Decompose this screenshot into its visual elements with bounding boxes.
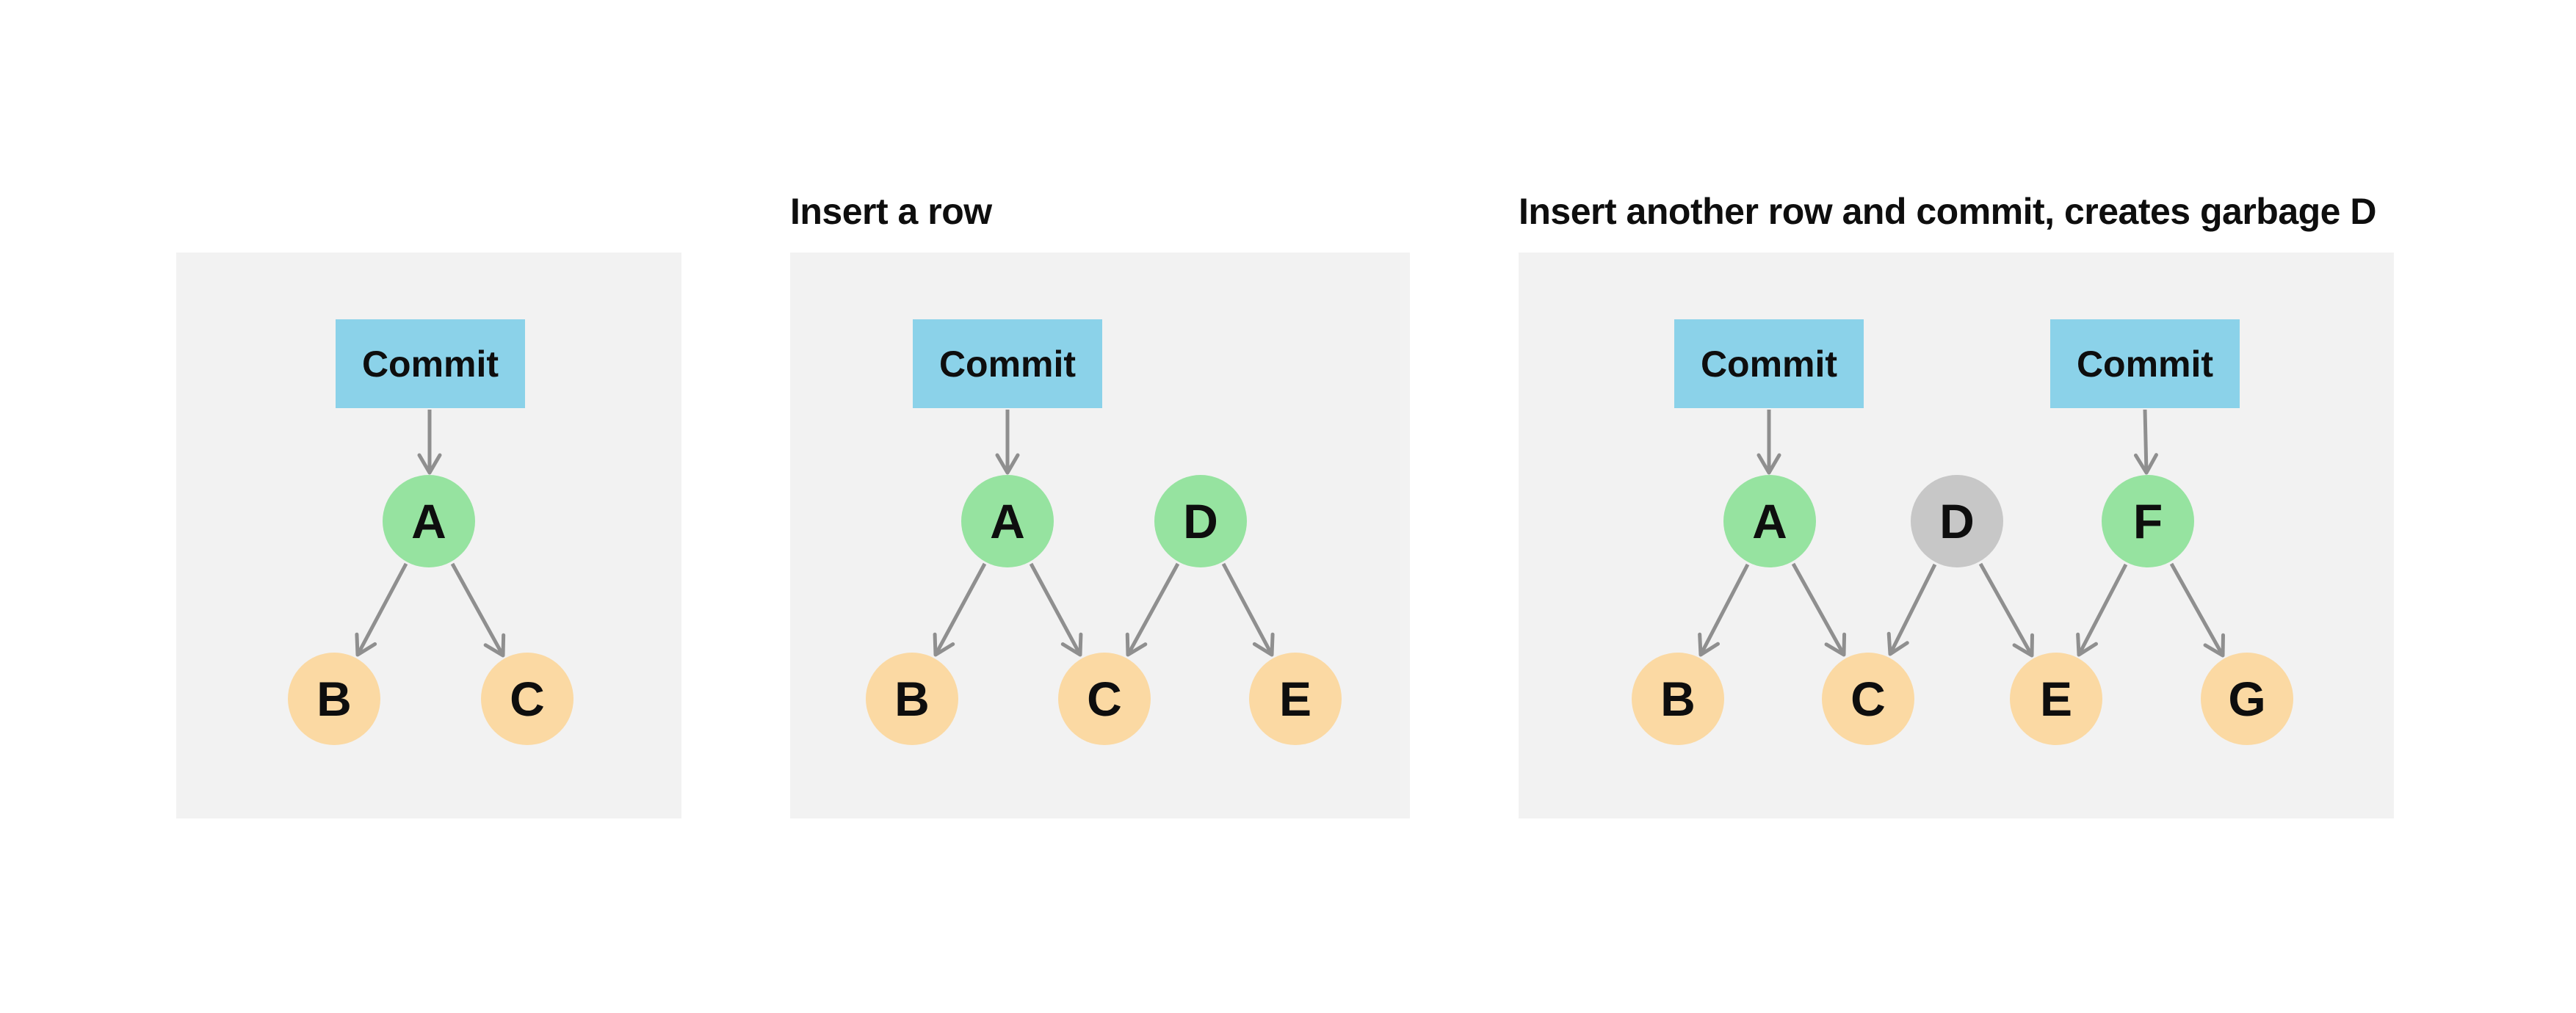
p1-commit-box: Commit xyxy=(336,319,525,408)
p3-node-g: G xyxy=(2201,653,2293,745)
p2-node-c: C xyxy=(1058,653,1151,745)
p2-node-a: A xyxy=(961,475,1054,567)
p3-node-c: C xyxy=(1822,653,1914,745)
p1-node-c: C xyxy=(481,653,574,745)
panel-3-title: Insert another row and commit, creates g… xyxy=(1519,191,2377,232)
p3-node-e: E xyxy=(2010,653,2102,745)
p2-node-d: D xyxy=(1154,475,1247,567)
p3-commit-box-1: Commit xyxy=(1674,319,1864,408)
p2-node-b: B xyxy=(866,653,958,745)
p2-commit-box: Commit xyxy=(913,319,1102,408)
p1-node-b: B xyxy=(288,653,380,745)
p3-node-b: B xyxy=(1632,653,1724,745)
p3-node-f: F xyxy=(2102,475,2194,567)
p3-node-a: A xyxy=(1723,475,1816,567)
panel-2-title: Insert a row xyxy=(790,191,992,232)
p3-commit-box-2: Commit xyxy=(2050,319,2240,408)
p2-node-e: E xyxy=(1249,653,1342,745)
p1-node-a: A xyxy=(383,475,475,567)
p3-node-d: D xyxy=(1911,475,2003,567)
